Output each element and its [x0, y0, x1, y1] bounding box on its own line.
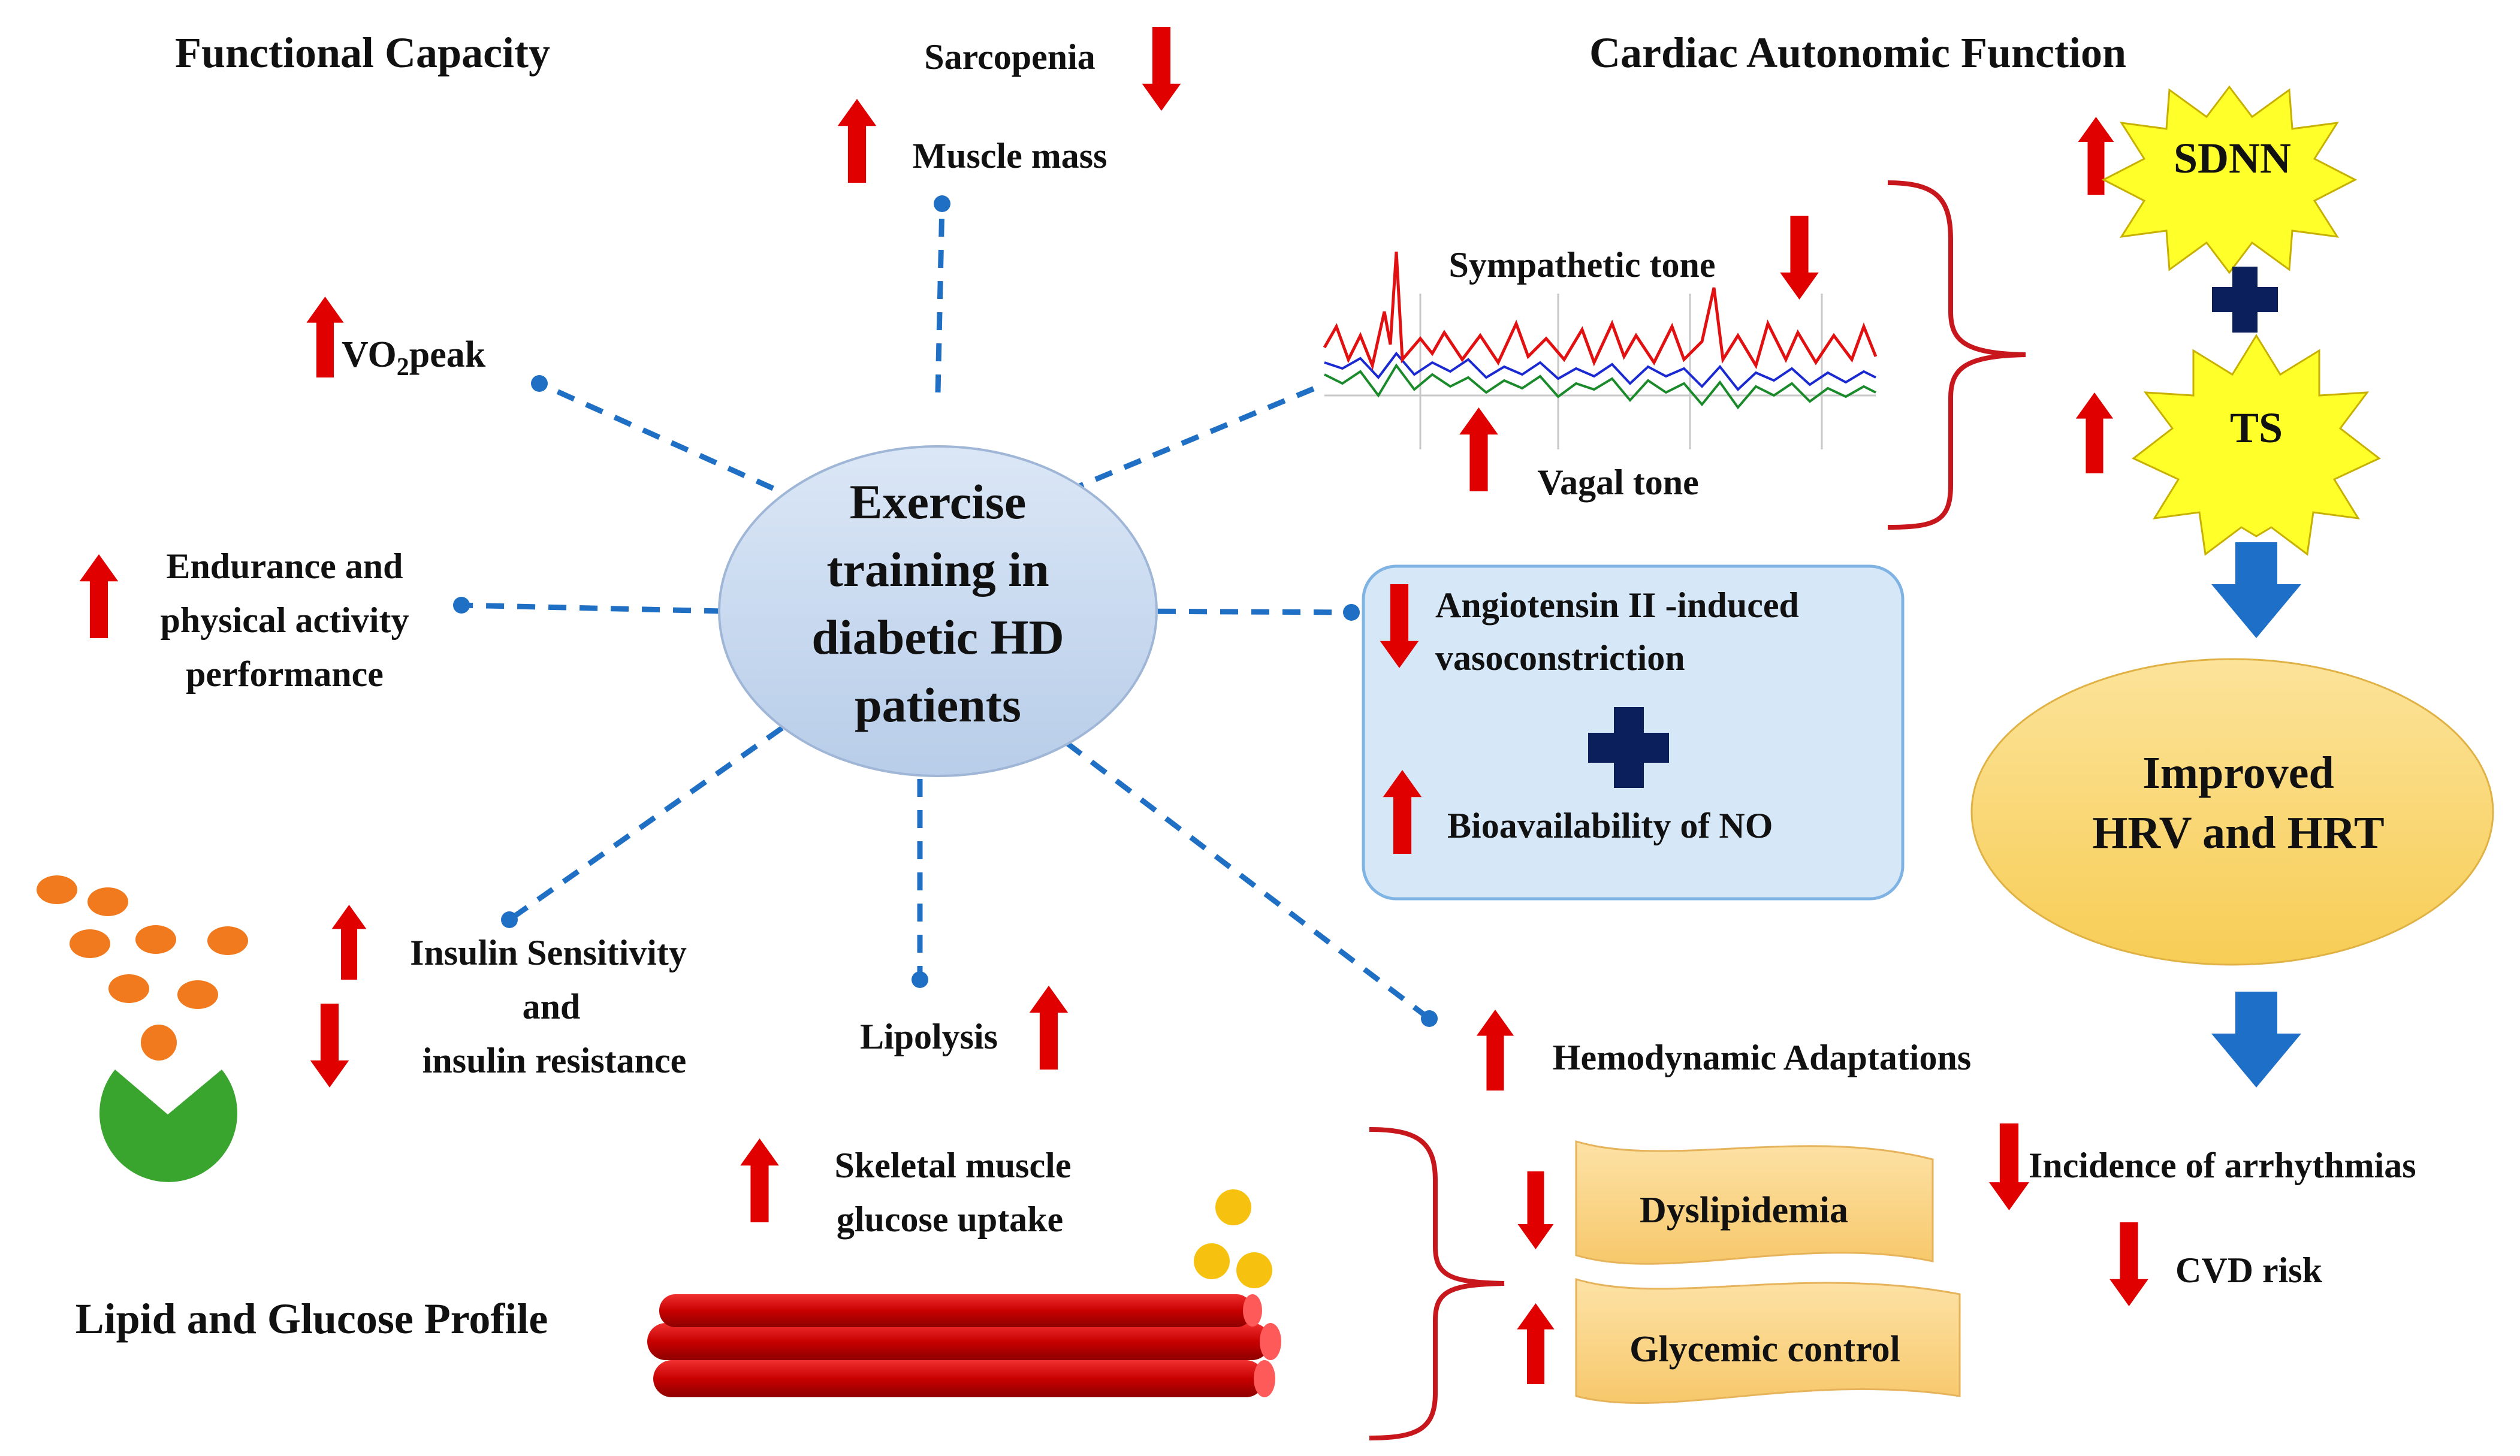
star-burst-icon: [2132, 334, 2381, 556]
down-arrow-icon: [1780, 216, 1819, 300]
label-endurance-2: physical activity: [161, 600, 409, 640]
label-ts: TS: [2230, 404, 2283, 452]
star-burst-icon: [2101, 85, 2358, 274]
center-line-2: training in: [826, 542, 1049, 597]
label-sympathetic: Sympathetic tone: [1449, 245, 1716, 285]
brace-icon: [1369, 1127, 1505, 1440]
brace-icon: [1887, 180, 2026, 530]
up-arrow-icon: [306, 297, 344, 377]
down-arrow-icon: [310, 1004, 349, 1088]
glucose-dots-icon: [1194, 1189, 1272, 1288]
center-node: Exercise training in diabetic HD patient…: [718, 445, 1158, 777]
up-arrow-icon: [1029, 986, 1069, 1070]
glucose-dots-icon: [37, 875, 248, 1061]
hrv-trace-icon: [1323, 251, 1878, 449]
vo2-suffix: peak: [409, 334, 486, 375]
down-arrow-icon: [1517, 1171, 1554, 1249]
label-insulin-1: Insulin Sensitivity: [410, 933, 687, 972]
up-arrow-icon: [79, 554, 119, 638]
label-insulin-3: insulin resistance: [422, 1041, 687, 1080]
label-endurance-3: performance: [186, 654, 384, 694]
vo2-subscript: 2: [397, 354, 409, 381]
title-lipid-glucose: Lipid and Glucose Profile: [76, 1295, 548, 1343]
center-line-1: Exercise: [850, 475, 1027, 529]
outcome-oval: Improved HRV and HRT: [1970, 658, 2494, 966]
up-arrow-icon: [740, 1138, 779, 1222]
center-line-3: diabetic HD: [811, 610, 1064, 664]
label-angiotensin-1: Angiotensin II -induced: [1435, 585, 1799, 625]
title-cardiac-autonomic: Cardiac Autonomic Function: [1589, 29, 2126, 77]
up-arrow-icon: [1476, 1010, 1514, 1091]
label-arrhythmias: Incidence of arrhythmias: [2029, 1146, 2416, 1185]
label-vo2peak: VO2peak: [342, 334, 486, 381]
scroll-banner-icon: [1575, 1140, 1961, 1404]
receptor-icon: [99, 1070, 237, 1182]
label-hemodynamic: Hemodynamic Adaptations: [1553, 1038, 1971, 1077]
chevron-down-icon: [2211, 992, 2301, 1088]
down-arrow-icon: [2109, 1222, 2148, 1306]
label-improved-1: Improved: [2142, 748, 2334, 798]
center-line-4: patients: [855, 678, 1021, 732]
dashed-connectors: [461, 203, 1431, 1021]
label-dyslipidemia: Dyslipidemia: [1640, 1190, 1848, 1231]
label-sdnn: SDNN: [2174, 134, 2291, 182]
up-arrow-icon: [837, 99, 877, 183]
label-vagal: Vagal tone: [1537, 463, 1698, 502]
label-muscle-mass: Muscle mass: [913, 136, 1107, 176]
plus-icon: [1588, 707, 1669, 788]
down-arrow-icon: [1142, 27, 1181, 111]
label-insulin-2: and: [523, 987, 581, 1026]
label-sarcopenia: Sarcopenia: [924, 37, 1095, 77]
label-no: Bioavailability of NO: [1447, 806, 1773, 845]
plus-icon: [2212, 267, 2278, 333]
label-angiotensin-2: vasoconstriction: [1435, 638, 1685, 678]
label-glycemic: Glycemic control: [1629, 1329, 1900, 1370]
label-skeletal-2: glucose uptake: [837, 1200, 1063, 1239]
up-arrow-icon: [2075, 392, 2114, 473]
up-arrow-icon: [1517, 1303, 1555, 1384]
down-arrow-icon: [1989, 1123, 2029, 1210]
vo2-prefix: VO: [342, 334, 397, 375]
label-cvd: CVD risk: [2175, 1250, 2323, 1290]
label-skeletal-1: Skeletal muscle: [835, 1146, 1072, 1185]
label-endurance-1: Endurance and: [166, 546, 403, 586]
label-improved-2: HRV and HRT: [2092, 808, 2384, 858]
up-arrow-icon: [331, 905, 367, 980]
label-lipolysis: Lipolysis: [860, 1017, 998, 1056]
title-functional-capacity: Functional Capacity: [175, 29, 550, 77]
muscle-fiber-icon: [647, 1294, 1281, 1397]
chevron-down-icon: [2211, 542, 2301, 638]
vascular-box: Angiotensin II -induced vasoconstriction…: [1362, 564, 1905, 901]
